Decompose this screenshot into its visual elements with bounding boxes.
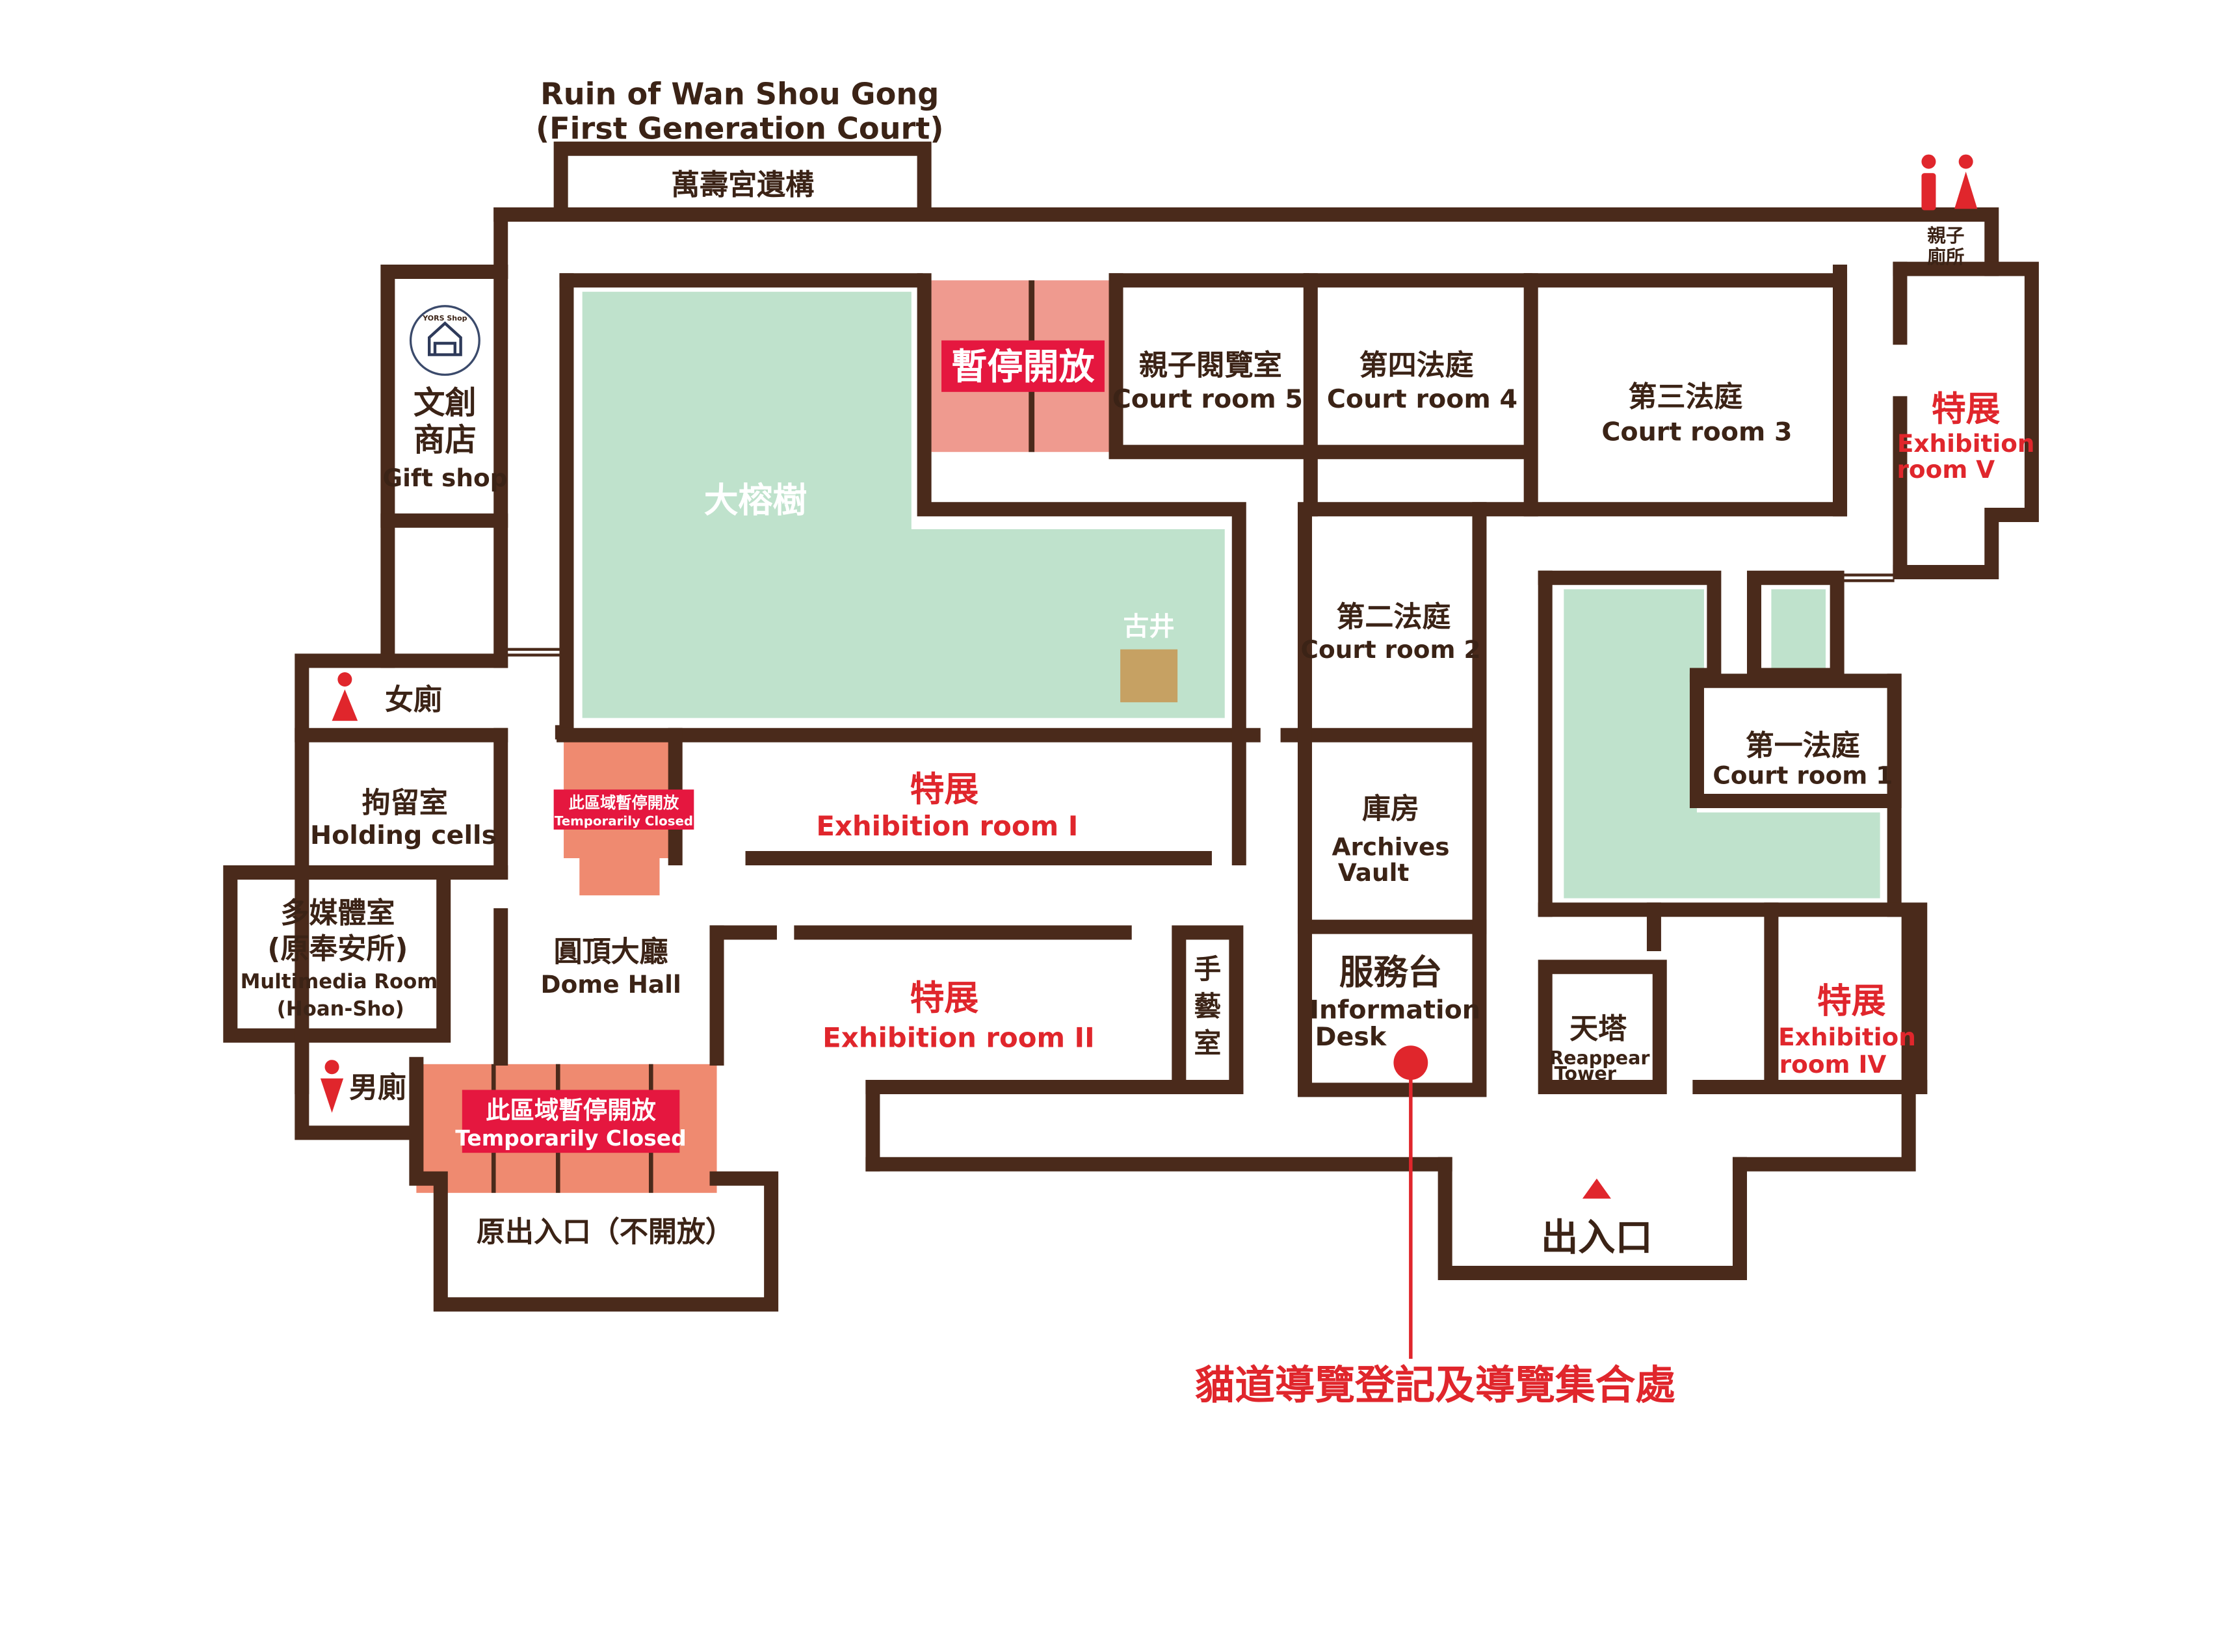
craft-char1: 手	[1194, 953, 1221, 985]
banyan-label: 大榕樹	[704, 481, 807, 521]
meeting-point-label: 貓道導覽登記及導覽集合處	[1195, 1362, 1676, 1409]
reappear-en-line1: Reappear	[1549, 1047, 1650, 1069]
exhibition2-zh: 特展	[910, 978, 979, 1018]
closed-top-label: 暫停開放	[951, 346, 1094, 387]
court3-zh: 第三法庭	[1628, 380, 1742, 413]
court5-en: Court room 5	[1112, 384, 1303, 414]
mens-restroom-icon	[320, 1060, 344, 1113]
entrance-arrow-icon	[1582, 1178, 1611, 1199]
exhibition5-zh: 特展	[1932, 389, 2001, 429]
exhibition1-zh: 特展	[910, 770, 979, 809]
exhibition4-zh: 特展	[1817, 982, 1886, 1021]
closed-large-en: Temporarily Closed	[455, 1125, 687, 1151]
court2-zh: 第二法庭	[1336, 601, 1451, 634]
gift-shop-logo-text: YORS Shop	[422, 314, 467, 322]
family-restroom-icon	[1921, 154, 1978, 211]
court5-zh: 親子閱覽室	[1139, 348, 1282, 382]
gift-shop-zh-line2: 商店	[414, 422, 477, 458]
banyan-courtyard	[582, 291, 1225, 718]
reappear-zh: 天塔	[1569, 1012, 1627, 1045]
info-desk-en-line2: Desk	[1315, 1022, 1387, 1052]
exhibition5-en-line1: Exhibition	[1897, 429, 2035, 458]
multimedia-zh-line2: (原奉安所)	[267, 932, 408, 965]
closed-zone-small-extension	[579, 858, 660, 896]
info-desk-en-line1: Information	[1309, 995, 1480, 1025]
east-courtyard	[1564, 589, 1880, 898]
multimedia-en-line1: Multimedia Room	[241, 970, 438, 993]
family-restroom-line1: 親子	[1927, 224, 1964, 246]
gift-shop-zh-line1: 文創	[414, 385, 477, 421]
court1-en: Court room 1	[1713, 761, 1893, 790]
window-marks	[505, 573, 1895, 657]
closed-small-en: Temporarily Closed	[555, 813, 693, 828]
closed-small-label-bg	[553, 789, 694, 830]
exhibition2-en: Exhibition room II	[822, 1021, 1094, 1053]
well-label: 古井	[1123, 612, 1175, 642]
archives-en-line2: Vault	[1338, 858, 1410, 887]
reappear-en-line2: Tower	[1555, 1062, 1617, 1084]
exhibition4-en-line2: room IV	[1779, 1050, 1887, 1079]
ruin-label: 萬壽宮遺構	[671, 168, 814, 202]
closed-small-zh: 此區域暫停開放	[569, 794, 679, 812]
small-courtyard	[1771, 589, 1826, 670]
meeting-point-marker	[1393, 1045, 1428, 1080]
holding-en: Holding cells	[310, 820, 497, 850]
craft-char2: 藝	[1194, 990, 1221, 1022]
exhibition4-en-line1: Exhibition	[1778, 1023, 1916, 1051]
court3-en: Court room 3	[1601, 417, 1792, 447]
holding-zh: 拘留室	[362, 787, 448, 820]
ruin-title-line1: Ruin of Wan Shou Gong	[540, 77, 939, 112]
dome-zh: 圓頂大廳	[554, 935, 668, 968]
archives-zh: 庫房	[1362, 792, 1419, 825]
court1-zh: 第一法庭	[1746, 729, 1860, 763]
court4-zh: 第四法庭	[1359, 348, 1474, 382]
archives-en-line1: Archives	[1332, 833, 1450, 861]
multimedia-en-line2: (Hoan-Sho)	[277, 997, 404, 1021]
multimedia-zh-line1: 多媒體室	[280, 897, 395, 930]
womens-restroom-label: 女廁	[385, 683, 442, 716]
old-well-marker	[1120, 649, 1178, 703]
entrance-label: 出入口	[1541, 1216, 1653, 1259]
court4-en: Court room 4	[1327, 384, 1517, 414]
mens-restroom-label: 男廁	[349, 1071, 406, 1104]
family-restroom-line2: 廁所	[1927, 246, 1964, 268]
closed-top-label-bg	[941, 340, 1105, 392]
craft-char3: 室	[1194, 1027, 1221, 1059]
ruin-title-line2: (First Generation Court)	[536, 111, 943, 146]
exhibition5-en-line2: room V	[1897, 455, 1995, 484]
womens-restroom-icon	[332, 672, 358, 721]
court2-en: Court room 2	[1301, 635, 1481, 664]
old-entrance-label: 原出入口（不開放）	[477, 1216, 734, 1249]
closed-large-zh: 此區域暫停開放	[486, 1095, 656, 1124]
gift-shop-logo-icon	[409, 305, 480, 376]
gift-shop-en: Gift shop	[382, 464, 507, 492]
exhibition1-en: Exhibition room I	[816, 810, 1078, 842]
closed-large-label-bg	[462, 1090, 680, 1153]
walls	[223, 141, 2039, 1312]
info-desk-zh: 服務台	[1339, 953, 1442, 993]
dome-en: Dome Hall	[541, 970, 681, 999]
